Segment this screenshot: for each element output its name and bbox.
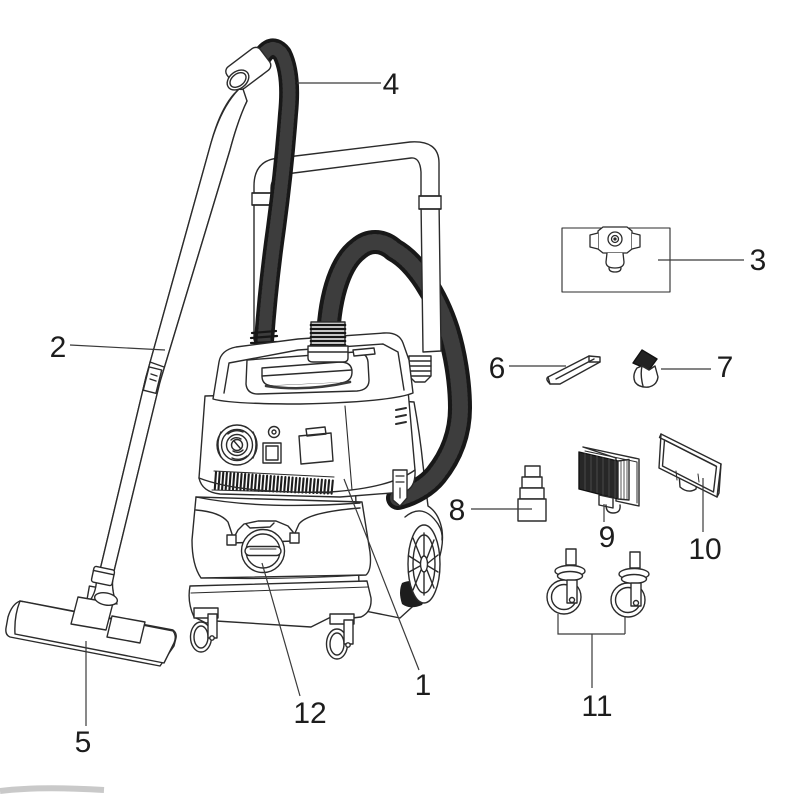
svg-text:7: 7	[717, 351, 734, 384]
svg-text:6: 6	[489, 352, 506, 385]
svg-text:3: 3	[750, 244, 767, 277]
svg-text:2: 2	[50, 331, 67, 364]
svg-text:8: 8	[449, 494, 466, 527]
svg-text:5: 5	[75, 726, 92, 759]
svg-text:4: 4	[383, 68, 400, 101]
svg-text:11: 11	[581, 690, 612, 723]
svg-text:12: 12	[293, 697, 326, 730]
svg-text:9: 9	[599, 521, 616, 554]
svg-text:10: 10	[688, 533, 721, 566]
svg-text:1: 1	[415, 669, 432, 702]
